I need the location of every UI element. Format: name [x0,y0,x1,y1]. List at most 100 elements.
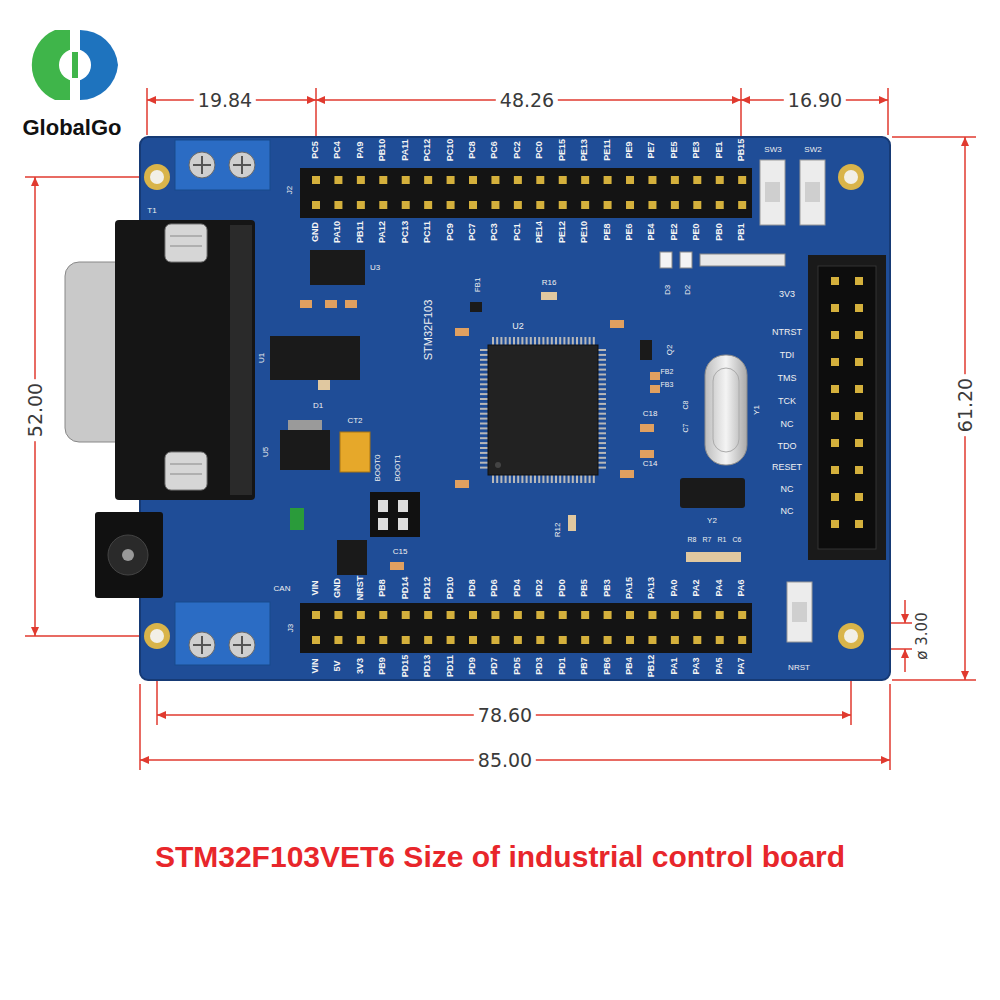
pin [831,520,839,528]
pin [469,611,477,619]
pin-name: PD4 [513,579,523,597]
pin [480,378,488,380]
pin [855,385,863,393]
board-marking: NC [781,507,794,517]
pin [671,176,679,184]
pin [424,636,432,644]
pin [509,475,511,483]
pin [480,427,488,429]
pin [572,475,574,483]
board-marking: D3 [664,285,673,295]
pin [480,432,488,434]
pin [716,176,724,184]
board-marking: C6 [733,536,742,544]
pin [379,201,387,209]
pin-name: PD11 [446,655,456,677]
pin-name: PA7 [737,658,747,675]
pin [514,611,522,619]
pin-name: PC3 [490,223,500,241]
pin [551,337,553,345]
board-marking: FB2 [661,368,674,376]
board-marking: TDO [778,442,797,452]
board-marking: TDI [780,351,795,361]
pin [480,413,488,415]
pin [496,337,498,345]
pin [598,467,606,469]
pin [855,331,863,339]
pin-name: PA2 [692,580,702,597]
pin [534,337,536,345]
pin [598,398,606,400]
pin [648,611,656,619]
pin [334,201,342,209]
pin-name: PE14 [535,221,545,243]
pin [500,475,502,483]
pin [480,398,488,400]
pin [598,374,606,376]
pin [480,354,488,356]
pin [480,452,488,454]
pin [536,176,544,184]
pin [500,337,502,345]
pin [831,358,839,366]
pin-name: PC7 [468,223,478,241]
pin [505,475,507,483]
pin [357,611,365,619]
pin [480,437,488,439]
pin-name: PB3 [603,579,613,597]
pin [379,636,387,644]
pin-name: PD10 [446,577,456,600]
pin [538,475,540,483]
pin [505,337,507,345]
pin-name: PD7 [490,657,500,675]
pin-name: PE12 [558,221,568,243]
pin-name: PC4 [333,141,343,159]
pin [480,457,488,459]
board-marking: U5 [262,447,271,457]
dimension-value: 61.20 [955,374,976,436]
pin [604,636,612,644]
pin-name: PE3 [692,141,702,158]
mcu-dot [495,462,501,468]
pin [480,423,488,425]
pin [716,201,724,209]
mcu-pins [480,337,606,483]
board-marking: Y2 [707,517,717,526]
pin [469,636,477,644]
pin [491,636,499,644]
pin [526,475,528,483]
pin [855,277,863,285]
pin [693,611,701,619]
pin [831,277,839,285]
pin [855,466,863,474]
board-marking: D1 [313,402,323,411]
pin-name: PC2 [513,141,523,159]
pin [402,636,410,644]
pin-name: PD3 [535,657,545,675]
pin [480,364,488,366]
pin [559,475,561,483]
pin [598,364,606,366]
pin [584,337,586,345]
pin [542,337,544,345]
pin [671,636,679,644]
pin-name: PC13 [401,221,411,244]
pin-name: PA1 [670,658,680,675]
pin [626,636,634,644]
pin-name: PE6 [625,223,635,240]
pin-name: PD6 [490,579,500,597]
board-marking: T1 [147,207,156,216]
pin-name: PA3 [692,658,702,675]
pin [648,176,656,184]
pin [584,475,586,483]
pin-name: PC0 [535,141,545,159]
pin [598,403,606,405]
pin [526,337,528,345]
pin-name: PB12 [647,655,657,678]
pin-name: PE9 [625,141,635,158]
pin [738,176,746,184]
pin [604,176,612,184]
pin [738,636,746,644]
dimension-value: 19.84 [194,90,256,111]
pin [598,378,606,380]
